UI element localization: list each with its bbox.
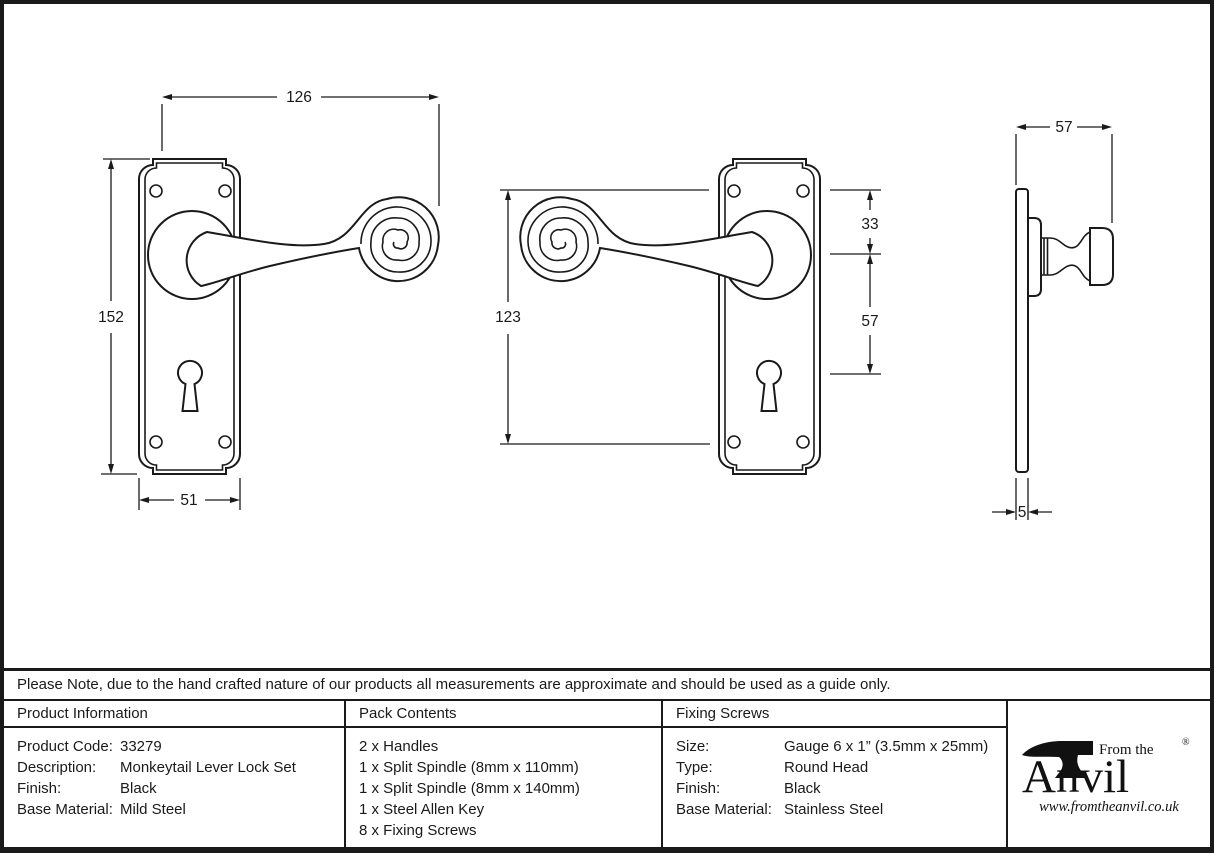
spec-row: Finish: Black bbox=[676, 780, 821, 797]
side-plate-profile bbox=[1015, 188, 1029, 473]
technical-drawing-area: 126 152 51 bbox=[4, 4, 1210, 668]
dim-label-123: 123 bbox=[495, 309, 521, 326]
note-text: Please Note, due to the hand crafted nat… bbox=[17, 676, 891, 693]
fixing-screws-body: Size: Gauge 6 x 1” (3.5mm x 25mm) Type: … bbox=[663, 728, 1008, 847]
spec-row: Base Material: Stainless Steel bbox=[676, 801, 884, 818]
spec-row: Finish: Black bbox=[17, 780, 157, 797]
dim-side-thickness: 5 bbox=[992, 478, 1052, 521]
header-fixing-screws: Fixing Screws bbox=[663, 701, 1008, 728]
dim-mirror-offsets: 33 57 bbox=[830, 189, 881, 375]
spec-row: Base Material: Mild Steel bbox=[17, 801, 186, 818]
dim-side-projection: 57 bbox=[1015, 119, 1113, 223]
dim-label-57-side: 57 bbox=[1055, 119, 1072, 136]
dim-label-5: 5 bbox=[1018, 504, 1027, 521]
spec-row: Size: Gauge 6 x 1” (3.5mm x 25mm) bbox=[676, 738, 989, 755]
spec-row: Type: Round Head bbox=[676, 759, 869, 776]
front-view-drawing: 126 152 51 bbox=[98, 89, 440, 510]
header-pack-contents: Pack Contents bbox=[346, 701, 663, 728]
brand-logo-cell: Anvil From the ® www.fromtheanvil.co.uk bbox=[1008, 701, 1210, 847]
pack-item: 1 x Split Spindle (8mm x 140mm) bbox=[359, 780, 580, 797]
side-curl-cap bbox=[1089, 227, 1114, 286]
dim-front-plate-height: 152 bbox=[98, 158, 150, 475]
pack-contents-body: 2 x Handles 1 x Split Spindle (8mm x 110… bbox=[346, 728, 663, 847]
pack-item: 2 x Handles bbox=[359, 738, 439, 755]
spec-row: Product Code: 33279 bbox=[17, 738, 162, 755]
dim-label-126: 126 bbox=[286, 89, 312, 106]
dim-front-plate-width: 51 bbox=[138, 478, 241, 510]
dim-mirror-hole-span: 123 bbox=[495, 189, 710, 445]
dim-front-overall-width: 126 bbox=[161, 89, 440, 206]
pack-item: 1 x Steel Allen Key bbox=[359, 801, 485, 818]
logo-url-text: www.fromtheanvil.co.uk bbox=[1039, 799, 1179, 815]
header-product-information: Product Information bbox=[4, 701, 346, 728]
dim-label-33: 33 bbox=[861, 216, 878, 233]
product-information-body: Product Code: 33279 Description: Monkeyt… bbox=[4, 728, 346, 847]
spec-row: Description: Monkeytail Lever Lock Set bbox=[17, 759, 296, 776]
anvil-icon bbox=[1022, 741, 1093, 778]
dim-label-51: 51 bbox=[180, 492, 197, 509]
logo-from-the-text: From the bbox=[1099, 742, 1154, 758]
registered-mark: ® bbox=[1182, 737, 1190, 748]
dim-label-152: 152 bbox=[98, 309, 124, 326]
spec-table: Product Information Pack Contents Fixing… bbox=[4, 701, 1210, 847]
mirror-view-drawing: 123 33 57 bbox=[495, 158, 881, 475]
dim-label-57: 57 bbox=[861, 313, 878, 330]
measurement-note: Please Note, due to the hand crafted nat… bbox=[4, 668, 1210, 701]
side-view-drawing: 57 5 bbox=[992, 119, 1114, 521]
from-the-anvil-logo: Anvil From the ® www.fromtheanvil.co.uk bbox=[1022, 737, 1190, 815]
side-rose-profile bbox=[1027, 217, 1042, 297]
pack-item: 8 x Fixing Screws bbox=[359, 822, 477, 839]
pack-item: 1 x Split Spindle (8mm x 110mm) bbox=[359, 759, 579, 776]
